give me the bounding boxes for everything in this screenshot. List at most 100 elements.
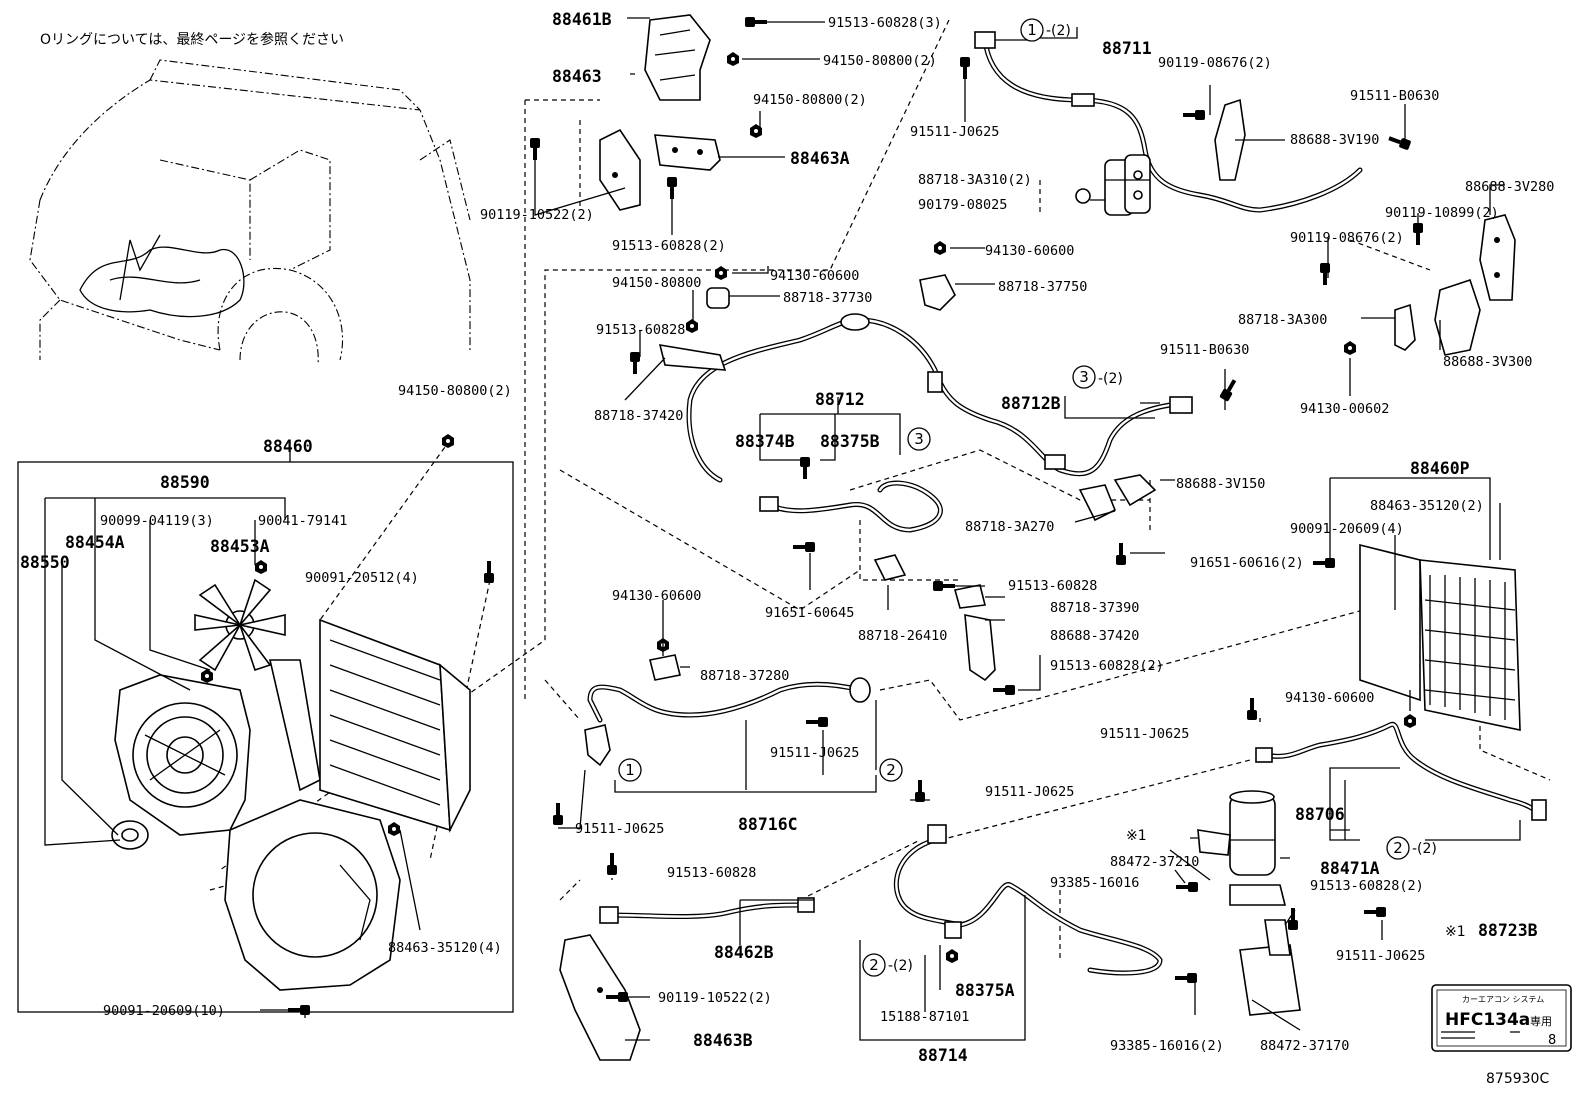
label-91513-60828-b[interactable]: 91513-60828 bbox=[1008, 578, 1097, 594]
part-sleeve-note1[interactable] bbox=[1197, 829, 1231, 856]
label-91511-B0630-b[interactable]: 91511-B0630 bbox=[1160, 342, 1249, 358]
label-90119-10899-2[interactable]: 90119-10899(2) bbox=[1385, 205, 1499, 221]
label-94130-60600-d[interactable]: 94130-60600 bbox=[1285, 690, 1374, 706]
label-88590[interactable]: 88590 bbox=[160, 473, 210, 492]
label-91511-J0625-d[interactable]: 91511-J0625 bbox=[985, 784, 1074, 800]
label-88461B[interactable]: 88461B bbox=[552, 10, 612, 29]
label-91651-60645[interactable]: 91651-60645 bbox=[765, 605, 854, 621]
label-91513-60828-2a[interactable]: 91513-60828(2) bbox=[612, 238, 726, 254]
part-88718-37420[interactable] bbox=[658, 344, 727, 371]
label-90119-08676-2a[interactable]: 90119-08676(2) bbox=[1158, 55, 1272, 71]
label-90091-20512-4[interactable]: 90091-20512(4) bbox=[305, 570, 419, 586]
label-88714[interactable]: 88714 bbox=[918, 1046, 968, 1065]
label-88723B[interactable]: 88723B bbox=[1478, 921, 1538, 940]
label-90179-08025[interactable]: 90179-08025 bbox=[918, 197, 1007, 213]
label-88718-3A310-2[interactable]: 88718-3A310(2) bbox=[918, 172, 1032, 188]
label-93385-16016-2[interactable]: 93385-16016(2) bbox=[1110, 1038, 1224, 1054]
label-88718-37750[interactable]: 88718-37750 bbox=[998, 279, 1087, 295]
part-88471A[interactable] bbox=[1229, 790, 1276, 876]
label-88472-37210[interactable]: 88472-37210 bbox=[1110, 854, 1199, 870]
label-94130-00602[interactable]: 94130-00602 bbox=[1300, 401, 1389, 417]
label-88375A[interactable]: 88375A bbox=[955, 981, 1015, 1000]
label-88718-3A300[interactable]: 88718-3A300 bbox=[1238, 312, 1327, 328]
label-88711[interactable]: 88711 bbox=[1102, 39, 1152, 58]
part-88550-motor[interactable] bbox=[111, 820, 149, 850]
label-88688-3V280[interactable]: 88688-3V280 bbox=[1465, 179, 1554, 195]
pipe-88714[interactable] bbox=[893, 824, 1163, 976]
label-91511-J0625-c[interactable]: 91511-J0625 bbox=[770, 745, 859, 761]
part-fan-shroud-lower[interactable] bbox=[224, 799, 401, 991]
label-88688-3V190[interactable]: 88688-3V190 bbox=[1290, 132, 1379, 148]
label-94130-60600-c[interactable]: 94130-60600 bbox=[612, 588, 701, 604]
part-88461B[interactable] bbox=[644, 14, 711, 101]
label-91651-60616-2[interactable]: 91651-60616(2) bbox=[1190, 555, 1304, 571]
label-94150-80800-2b[interactable]: 94150-80800(2) bbox=[753, 92, 867, 108]
label-91513-60828-2b[interactable]: 91513-60828(2) bbox=[1050, 658, 1164, 674]
label-90099-04119-3[interactable]: 90099-04119(3) bbox=[100, 513, 214, 529]
label-15188-87101[interactable]: 15188-87101 bbox=[880, 1009, 969, 1025]
label-88550[interactable]: 88550 bbox=[20, 553, 70, 572]
label-91511-B0630-a[interactable]: 91511-B0630 bbox=[1350, 88, 1439, 104]
part-88718-37280[interactable] bbox=[649, 654, 681, 681]
label-90119-10522-2a[interactable]: 90119-10522(2) bbox=[480, 207, 594, 223]
label-94150-80800-2c[interactable]: 94150-80800(2) bbox=[398, 383, 512, 399]
part-88718-3A310[interactable] bbox=[1104, 154, 1151, 216]
label-91511-J0625-e[interactable]: 91511-J0625 bbox=[575, 821, 664, 837]
label-93385-16016[interactable]: 93385-16016 bbox=[1050, 875, 1139, 891]
label-plate-88723B[interactable]: カーエアコン システム HFC134a 専用 8 bbox=[1431, 984, 1572, 1052]
label-88472-37170[interactable]: 88472-37170 bbox=[1260, 1038, 1349, 1054]
label-88374B[interactable]: 88374B bbox=[735, 432, 795, 451]
label-91513-60828-2c[interactable]: 91513-60828(2) bbox=[1310, 878, 1424, 894]
part-88688-3V190[interactable] bbox=[1214, 98, 1246, 181]
label-88463-35120-4[interactable]: 88463-35120(4) bbox=[388, 940, 502, 956]
part-88463A[interactable] bbox=[654, 134, 721, 171]
pipe-88462B[interactable] bbox=[599, 897, 815, 924]
label-91513-60828-a[interactable]: 91513-60828 bbox=[596, 322, 685, 338]
part-88590-fan[interactable] bbox=[194, 578, 286, 672]
label-91513-60828-c[interactable]: 91513-60828 bbox=[667, 865, 756, 881]
part-88463B[interactable] bbox=[559, 934, 641, 1061]
label-90119-08676-2b[interactable]: 90119-08676(2) bbox=[1290, 230, 1404, 246]
pipe-88712[interactable] bbox=[686, 313, 1193, 483]
label-88375B[interactable]: 88375B bbox=[820, 432, 880, 451]
part-88454A-shroud[interactable] bbox=[114, 674, 251, 836]
label-88718-3A270[interactable]: 88718-3A270 bbox=[965, 519, 1054, 535]
part-88463[interactable] bbox=[599, 128, 641, 211]
label-88712B[interactable]: 88712B bbox=[1001, 394, 1061, 413]
part-88688-37420[interactable] bbox=[964, 614, 996, 682]
label-90041-79141[interactable]: 90041-79141 bbox=[258, 513, 347, 529]
pipe-88711[interactable] bbox=[974, 31, 1363, 213]
label-88454A[interactable]: 88454A bbox=[65, 533, 125, 552]
label-88471A[interactable]: 88471A bbox=[1320, 859, 1380, 878]
part-88718-37750[interactable] bbox=[919, 274, 956, 311]
label-88688-3V300[interactable]: 88688-3V300 bbox=[1443, 354, 1532, 370]
label-94130-60600-b[interactable]: 94130-60600 bbox=[770, 268, 859, 284]
part-88688-3V300[interactable] bbox=[1434, 278, 1481, 356]
part-88718-37390[interactable] bbox=[953, 584, 986, 609]
part-88460P[interactable] bbox=[1359, 543, 1521, 731]
label-88463-35120-2[interactable]: 88463-35120(2) bbox=[1370, 498, 1484, 514]
part-88718-3A300[interactable] bbox=[1394, 303, 1416, 351]
label-91511-J0625-a[interactable]: 91511-J0625 bbox=[910, 124, 999, 140]
label-90091-20609-10[interactable]: 90091-20609(10) bbox=[103, 1003, 225, 1019]
part-88718-37730[interactable] bbox=[706, 287, 730, 309]
label-94130-60600-a[interactable]: 94130-60600 bbox=[985, 243, 1074, 259]
label-88688-3V150[interactable]: 88688-3V150 bbox=[1176, 476, 1265, 492]
part-88718-3A270[interactable] bbox=[1078, 484, 1117, 522]
part-condenser-88460[interactable] bbox=[268, 618, 471, 834]
label-88463[interactable]: 88463 bbox=[552, 67, 602, 86]
pipe-88712-lower[interactable] bbox=[759, 480, 943, 533]
label-88718-37390[interactable]: 88718-37390 bbox=[1050, 600, 1139, 616]
label-94150-80800-c[interactable]: 94150-80800 bbox=[612, 275, 701, 291]
label-91513-60828-3[interactable]: 91513-60828(3) bbox=[828, 15, 942, 31]
pipe-88716C[interactable] bbox=[584, 677, 871, 767]
label-88706[interactable]: 88706 bbox=[1295, 805, 1345, 824]
part-88472-37170[interactable] bbox=[1239, 919, 1301, 1016]
label-88718-26410[interactable]: 88718-26410 bbox=[858, 628, 947, 644]
pipe-88706[interactable] bbox=[1255, 721, 1547, 821]
label-88453A[interactable]: 88453A bbox=[210, 537, 270, 556]
label-88463A[interactable]: 88463A bbox=[790, 149, 850, 168]
label-88463B[interactable]: 88463B bbox=[693, 1031, 753, 1050]
label-91511-J0625-f[interactable]: 91511-J0625 bbox=[1336, 948, 1425, 964]
label-91511-J0625-b[interactable]: 91511-J0625 bbox=[1100, 726, 1189, 742]
